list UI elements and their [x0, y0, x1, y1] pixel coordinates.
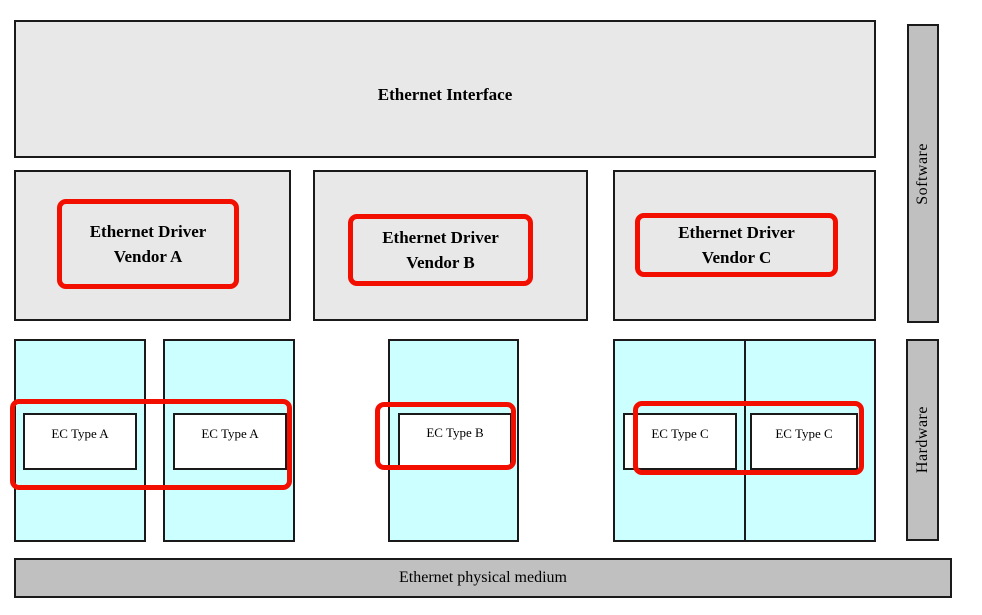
driver-annotation-vendor-c: Ethernet Driver Vendor C — [635, 213, 838, 277]
hardware-side-label: Hardware — [913, 406, 931, 474]
ec-chip-c1: EC Type C — [623, 413, 737, 470]
physical-medium-label: Ethernet physical medium — [399, 569, 567, 586]
hw-annotation-type-b — [375, 402, 516, 470]
driver-label-vendor-b: Ethernet Driver Vendor B — [382, 225, 499, 275]
driver-label-line2: Vendor B — [406, 253, 475, 272]
software-side-bar: Software — [907, 24, 939, 323]
driver-box-vendor-c: Ethernet Driver Vendor C — [613, 170, 876, 321]
driver-label-line1: Ethernet Driver — [89, 222, 207, 241]
ethernet-interface-label: Ethernet Interface — [377, 85, 513, 104]
driver-label-line1: Ethernet Driver — [678, 223, 795, 242]
driver-box-vendor-b: Ethernet Driver Vendor B — [313, 170, 588, 321]
driver-label-vendor-c: Ethernet Driver Vendor C — [678, 220, 795, 270]
software-side-label: Software — [914, 142, 931, 205]
ec-card-c-divider — [744, 341, 746, 540]
driver-annotation-vendor-a: Ethernet Driver Vendor A — [57, 199, 239, 289]
driver-annotation-vendor-b: Ethernet Driver Vendor B — [348, 214, 533, 286]
ec-chip-label: EC Type B — [426, 425, 484, 440]
driver-label-line2: Vendor C — [701, 248, 772, 267]
ec-chip-a2: EC Type A — [173, 413, 287, 470]
driver-label-line1: Ethernet Driver — [382, 228, 499, 247]
driver-box-vendor-a: Ethernet Driver Vendor A — [14, 170, 291, 321]
ec-chip-label: EC Type C — [651, 425, 709, 441]
ec-chip-c2: EC Type C — [750, 413, 858, 470]
ethernet-interface-box: Ethernet Interface — [14, 20, 876, 158]
hw-annotation-type-c — [633, 401, 864, 475]
hardware-side-bar: Hardware — [906, 339, 939, 541]
hw-annotation-type-a — [10, 399, 292, 490]
physical-medium-bar: Ethernet physical medium — [14, 558, 952, 598]
ec-chip-label: EC Type A — [51, 425, 109, 441]
ec-chip-label: EC Type C — [775, 425, 833, 441]
driver-label-vendor-a: Ethernet Driver Vendor A — [90, 219, 207, 269]
ec-chip-a1: EC Type A — [23, 413, 137, 470]
ec-chip-label: EC Type A — [201, 425, 259, 441]
driver-label-line2: Vendor A — [113, 247, 183, 266]
